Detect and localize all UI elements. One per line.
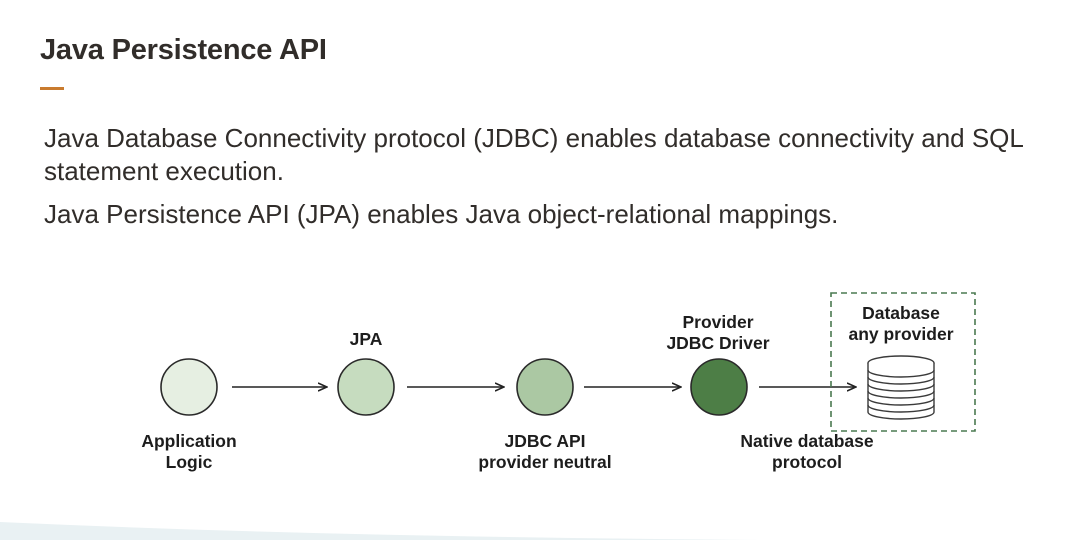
node-circle-jdbc-driver <box>690 358 748 416</box>
label-jdbc-api: JDBC API <box>504 431 585 451</box>
label-provider-neutral: provider neutral <box>478 452 611 472</box>
node-circle-jpa <box>337 358 395 416</box>
label-jpa: JPA <box>350 329 383 349</box>
slide-title: Java Persistence API <box>40 34 327 66</box>
label-any-provider: any provider <box>848 324 953 344</box>
label-jdbc-driver: JDBC Driver <box>666 333 769 353</box>
title-accent-bar <box>40 87 64 90</box>
label-provider: Provider <box>683 312 754 332</box>
node-circle-jdbc-api <box>516 358 574 416</box>
node-jpa: JPA <box>337 329 395 416</box>
node-jdbc-driver: Provider JDBC Driver <box>666 312 770 416</box>
decorative-bottom-swoosh <box>0 522 760 540</box>
label-protocol: protocol <box>772 452 842 472</box>
database-group: Database any provider Native database pr… <box>740 292 976 472</box>
database-icon <box>867 355 935 420</box>
label-logic: Logic <box>166 452 213 472</box>
node-circle-application <box>160 358 218 416</box>
node-jdbc-api: JDBC API provider neutral <box>478 358 612 472</box>
node-application-logic: Application Logic <box>141 358 237 472</box>
label-application: Application <box>141 431 236 451</box>
label-native-database: Native database <box>740 431 874 451</box>
database-dashed-border <box>830 292 976 432</box>
bullet-jdbc: Java Database Connectivity protocol (JDB… <box>44 123 1023 186</box>
bullet-jpa: Java Persistence API (JPA) enables Java … <box>44 199 839 229</box>
label-database: Database <box>862 303 940 323</box>
body-text: Java Database Connectivity protocol (JDB… <box>44 122 1034 241</box>
